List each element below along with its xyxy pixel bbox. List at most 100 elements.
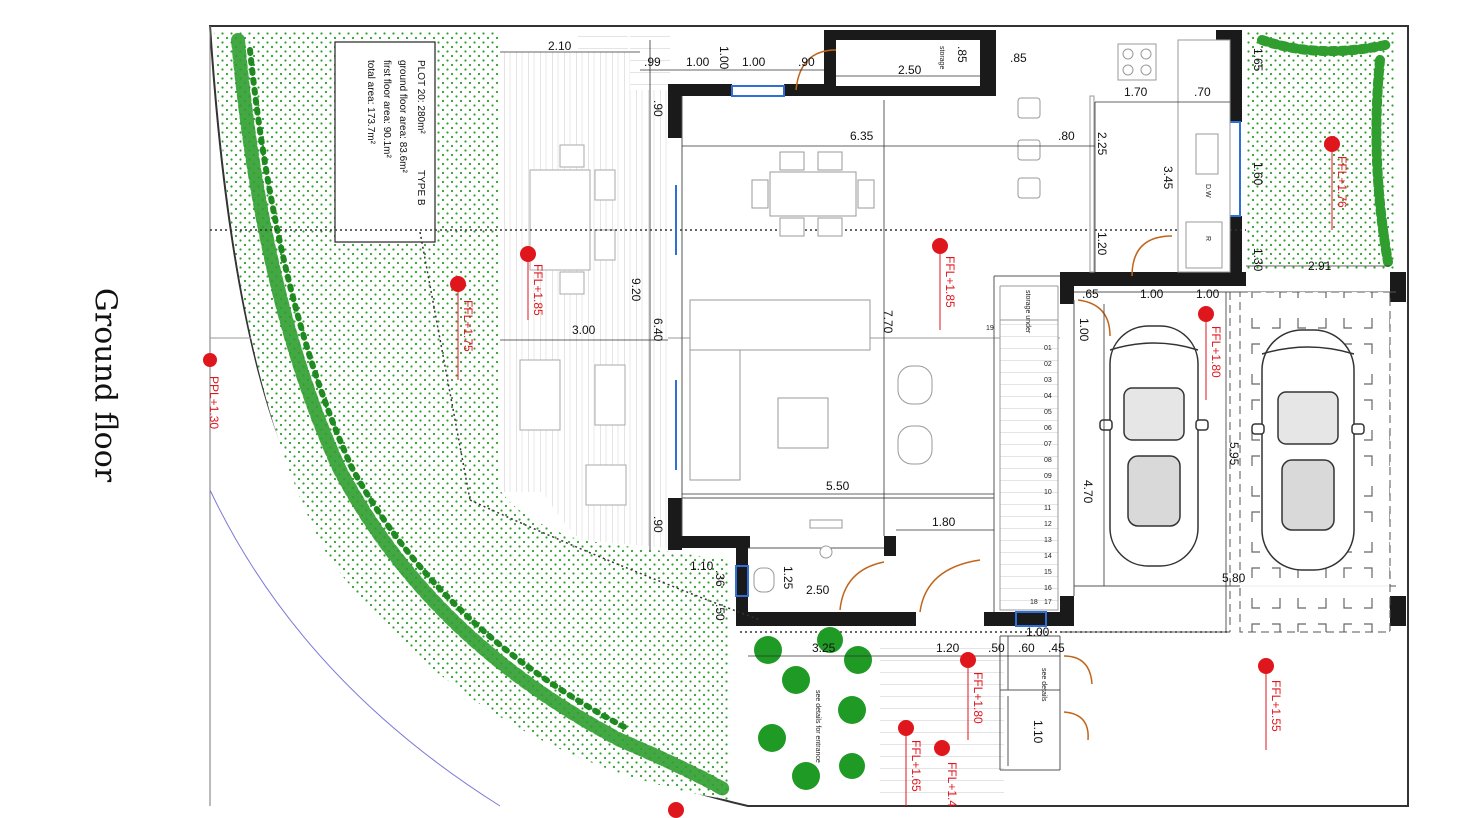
level-parking-top: FFL+1.80	[1198, 306, 1223, 400]
dim-5-95: 5.95	[1227, 442, 1241, 466]
plot-info-line-3: ground floor area: 83.6m²	[397, 60, 408, 174]
room-labels: storage storage under R D.W see details …	[814, 46, 1211, 763]
car-2	[1251, 329, 1365, 571]
dim-1-00-b: 1.00	[717, 46, 731, 70]
fridge-label: R	[1204, 236, 1211, 241]
level-living: FFL+1.85	[932, 238, 957, 330]
stair-mark: 02	[1044, 361, 1052, 368]
stair-mark: 09	[1044, 473, 1052, 480]
dim-1-60: 1.60	[1251, 162, 1265, 186]
dim-1-20-a: 1.20	[1095, 232, 1109, 256]
dim-050-b: .50	[713, 604, 727, 621]
dim-1-00-c: 1.00	[742, 55, 766, 69]
stair-mark: 07	[1044, 441, 1052, 448]
stair-mark: 13	[1044, 537, 1052, 544]
dim-1-10-b: 1.10	[1031, 720, 1045, 744]
dim-2-50-b: 2.50	[806, 583, 830, 597]
storage-under-label: storage under	[1024, 290, 1031, 334]
dim-1-00-e: 1.00	[1196, 287, 1220, 301]
car-1	[1099, 325, 1209, 567]
dim-2-91: 2.91	[1308, 259, 1332, 273]
dim-6-35: 6.35	[850, 129, 874, 143]
dimensions: 2.10 .99 1.00 1.00 .90 2.50 .85 1.70 .70…	[548, 39, 1332, 744]
stair-mark: 11	[1044, 505, 1051, 512]
svg-text:FFL+1.80: FFL+1.80	[971, 672, 985, 724]
dim-3-45: 3.45	[1161, 166, 1175, 190]
plot-info-box: PLOT 20: 280m² TYPE B ground floor area:…	[334, 41, 436, 243]
dim-5-50: 5.50	[826, 479, 850, 493]
dim-1-65: 1.65	[1251, 48, 1265, 72]
dim-3-00: 3.00	[572, 323, 596, 337]
stair-mark: 15	[1044, 569, 1052, 576]
terrace	[500, 30, 1004, 802]
dim-080: .80	[1058, 129, 1075, 143]
drawing-title: Ground floor	[87, 287, 123, 483]
dim-1-20-b: 1.20	[936, 641, 960, 655]
dim-036: .36	[713, 570, 727, 587]
dim-5-80: 5.80	[1222, 571, 1246, 585]
dim-7-70: 7.70	[881, 310, 895, 334]
stair-mark: 06	[1044, 425, 1052, 432]
dim-4-70: 4.70	[1081, 480, 1095, 504]
dim-090-c: .90	[651, 516, 665, 533]
stair-mark: 17	[1044, 599, 1052, 606]
dishwasher-label: D.W	[1204, 184, 1211, 198]
dim-1-70: 1.70	[1124, 85, 1148, 99]
dim-060: .60	[1018, 641, 1035, 655]
dim-1-80: 1.80	[932, 515, 956, 529]
entrance-note: see details for entrance	[814, 690, 821, 763]
dimension-lines	[500, 40, 1390, 657]
stair-mark: 18	[1030, 599, 1038, 606]
stair-mark: 14	[1044, 553, 1052, 560]
plot-info-line-5: total area: 173.7m²	[365, 60, 376, 145]
stair-mark: 03	[1044, 377, 1052, 384]
stair-mark: 16	[1044, 585, 1052, 592]
dim-1-30: 1.30	[1251, 248, 1265, 272]
svg-text:FFL+1.85: FFL+1.85	[943, 256, 957, 308]
stairs-end-label: 19	[986, 325, 994, 332]
level-garden-left: FFL+1.75	[450, 276, 475, 380]
stairs-start-label: 01	[1044, 345, 1052, 352]
svg-text:FFL+1.85: FFL+1.85	[531, 264, 545, 316]
dim-1-00-f: 1.00	[1077, 318, 1091, 342]
dim-2-10: 2.10	[548, 39, 572, 53]
level-garden-top-right: FFL+1.76	[1324, 136, 1349, 230]
dim-3-25: 3.25	[812, 641, 836, 655]
level-parking-bottom: FFL+1.55	[1258, 658, 1283, 750]
shrubs	[754, 627, 872, 790]
svg-text:FFL+1.75: FFL+1.75	[461, 300, 475, 352]
dim-1-00-d: 1.00	[1140, 287, 1164, 301]
level-dot-bottom	[668, 802, 684, 818]
dim-2-25: 2.25	[1095, 132, 1109, 156]
dim-090-a: .90	[798, 55, 815, 69]
furniture	[689, 39, 1231, 593]
dim-9-20: 9.20	[629, 278, 643, 302]
level-bottom: FFL+1.4	[934, 740, 959, 807]
dim-070: .70	[1194, 85, 1211, 99]
dim-1-10-a: 1.10	[690, 559, 714, 573]
stair-mark: 08	[1044, 457, 1052, 464]
stair-mark: 05	[1044, 409, 1052, 416]
dim-090-b: .90	[651, 100, 665, 117]
level-street-left: PPL+1.30	[203, 353, 221, 429]
svg-text:FFL+1.76: FFL+1.76	[1335, 156, 1349, 208]
doors	[795, 49, 1173, 741]
stair-marks: 01 19 02 03 04 05 06 07 08 09 10 11 12 1…	[986, 325, 1052, 606]
svg-text:FFL+1.55: FFL+1.55	[1269, 680, 1283, 732]
level-walkway: FFL+1.65	[898, 720, 923, 806]
house-walls	[668, 30, 1406, 626]
level-markers: FFL+1.75 FFL+1.85 FFL+1.85 FFL+1.76 FFL+…	[203, 136, 1349, 818]
dim-1-25: 1.25	[781, 566, 795, 590]
dim-1-00-g: 1.00	[1026, 625, 1050, 639]
svg-text:PPL+1.30: PPL+1.30	[207, 376, 221, 429]
storage-label: storage	[938, 46, 945, 69]
plot-info-line-2: TYPE B	[415, 170, 426, 206]
plot-info-line-1: PLOT 20: 280m²	[415, 60, 426, 134]
dim-1-00-a: 1.00	[686, 55, 710, 69]
stair-mark: 10	[1044, 489, 1052, 496]
svg-text:FFL+1.65: FFL+1.65	[909, 740, 923, 792]
dim-6-40: 6.40	[651, 318, 665, 342]
stair-mark: 12	[1044, 521, 1052, 528]
stair-mark: 04	[1044, 393, 1052, 400]
